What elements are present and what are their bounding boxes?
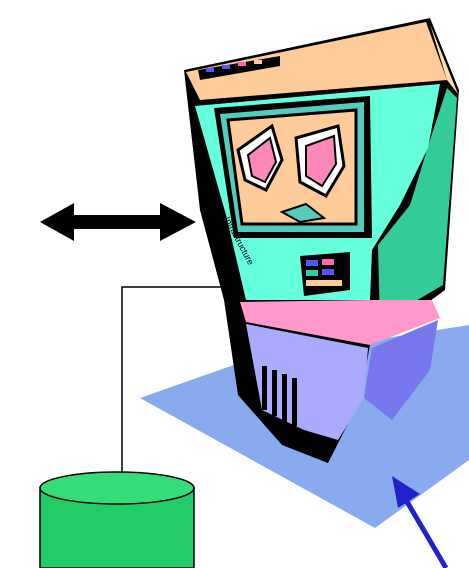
double-arrow-icon	[40, 203, 196, 241]
database-cylinder-icon	[40, 472, 194, 568]
